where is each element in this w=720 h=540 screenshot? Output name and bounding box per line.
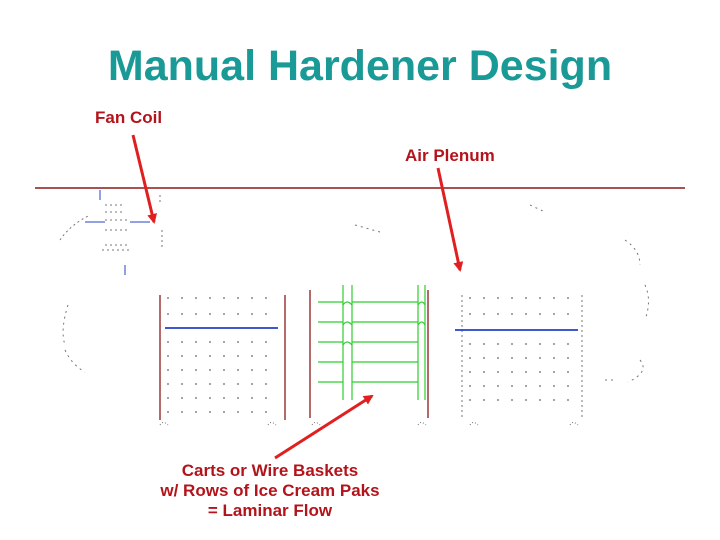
fan-coil-unit-sketch <box>59 190 163 275</box>
air-plenum-arrow <box>436 167 464 272</box>
carts-label-line-1: Carts or Wire Baskets <box>181 461 359 480</box>
fan-coil-label: Fan Coil <box>95 108 163 127</box>
fan-coil-arrow <box>131 134 157 224</box>
right-wall-sketch <box>354 204 649 383</box>
left-cart-block <box>159 295 286 426</box>
carts-label: Carts or Wire Baskets w/ Rows of Ice Cre… <box>140 461 400 521</box>
carts-label-line-3: = Laminar Flow <box>207 501 333 520</box>
left-wall-sketch <box>62 304 86 373</box>
carts-label-line-2: w/ Rows of Ice Cream Paks <box>160 481 380 500</box>
air-plenum-label: Air Plenum <box>405 146 495 165</box>
carts-arrow <box>274 394 374 460</box>
right-cart-block <box>455 295 583 426</box>
laminar-flow-channel <box>309 285 429 426</box>
slide-title: Manual Hardener Design <box>107 42 613 90</box>
